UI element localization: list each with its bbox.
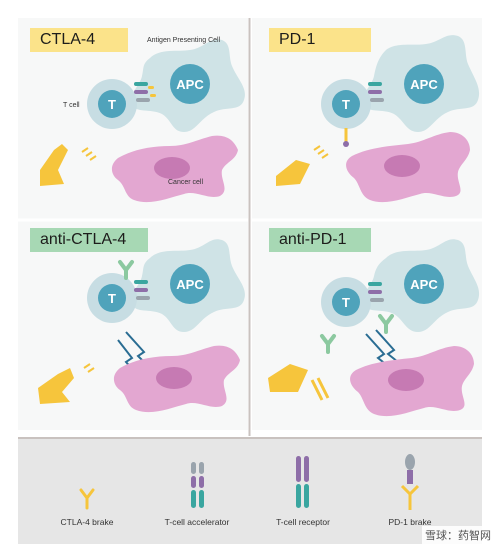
t-cell-receptor-icon bbox=[296, 456, 309, 508]
cancer-cell-label: Cancer cell bbox=[168, 179, 203, 186]
t-cell-letter: T bbox=[108, 97, 116, 112]
pd1-brake-icon bbox=[343, 128, 349, 147]
legend-label-t-cell-receptor: T-cell receptor bbox=[276, 517, 330, 527]
panel-anti-pd1: APC T bbox=[268, 239, 480, 417]
cancer-nucleus bbox=[384, 155, 420, 177]
panel-anti-ctla4: APC T bbox=[38, 239, 245, 413]
apc-label: APC bbox=[176, 77, 204, 92]
apc-long-label: Antigen Presenting Cell bbox=[147, 37, 221, 44]
receptor-cluster bbox=[368, 82, 384, 102]
panel-title-pd1: PD-1 bbox=[269, 28, 371, 52]
apc-label: APC bbox=[410, 277, 438, 292]
apc-label: APC bbox=[176, 277, 204, 292]
receptor-cluster bbox=[134, 82, 156, 102]
panel-title-anti-pd1: anti-PD-1 bbox=[269, 228, 371, 252]
brake-pedal-icon bbox=[276, 145, 329, 186]
panel-title-ctla4: CTLA-4 bbox=[30, 28, 128, 52]
t-cell-nucleus bbox=[332, 90, 360, 118]
apc-nucleus bbox=[404, 64, 444, 104]
legend-label-ctla4-brake: CTLA-4 brake bbox=[60, 517, 114, 527]
receptor-cluster bbox=[368, 282, 384, 302]
brake-pedal-icon bbox=[268, 364, 330, 401]
cancer-nucleus bbox=[388, 369, 424, 391]
receptor-cluster bbox=[134, 280, 150, 300]
apc-nucleus bbox=[170, 64, 210, 104]
ctla4-brake-icon bbox=[79, 488, 95, 510]
t-cell-letter: T bbox=[342, 97, 350, 112]
brake-pedal-icon bbox=[38, 363, 95, 404]
t-cell-letter: T bbox=[108, 291, 116, 306]
panel-ctla4: APC T bbox=[40, 39, 245, 203]
legend-label-pd1-brake: PD-1 brake bbox=[388, 517, 432, 527]
apc-label: APC bbox=[410, 77, 438, 92]
antibody-icon bbox=[118, 260, 134, 280]
legend-background bbox=[18, 438, 482, 544]
t-cell-nucleus bbox=[98, 284, 126, 312]
cancer-nucleus bbox=[154, 157, 190, 179]
t-cell-letter: T bbox=[342, 295, 350, 310]
t-cell-nucleus bbox=[98, 90, 126, 118]
pd1-brake-icon bbox=[400, 454, 420, 510]
apc-nucleus bbox=[170, 264, 210, 304]
legend-label-t-cell-accelerator: T-cell accelerator bbox=[164, 517, 230, 527]
brake-pedal-icon bbox=[40, 144, 97, 186]
watermark-text: 雪球：药智网 bbox=[422, 526, 494, 544]
cancer-nucleus bbox=[156, 367, 192, 389]
panel-pd1: APC T bbox=[276, 35, 480, 203]
t-cell-nucleus bbox=[332, 288, 360, 316]
t-cell-accelerator-icon bbox=[191, 462, 204, 508]
panel-title-anti-ctla4: anti-CTLA-4 bbox=[30, 228, 148, 252]
apc-nucleus bbox=[404, 264, 444, 304]
t-cell-label: T cell bbox=[63, 102, 80, 109]
antibody-icon bbox=[320, 314, 394, 354]
